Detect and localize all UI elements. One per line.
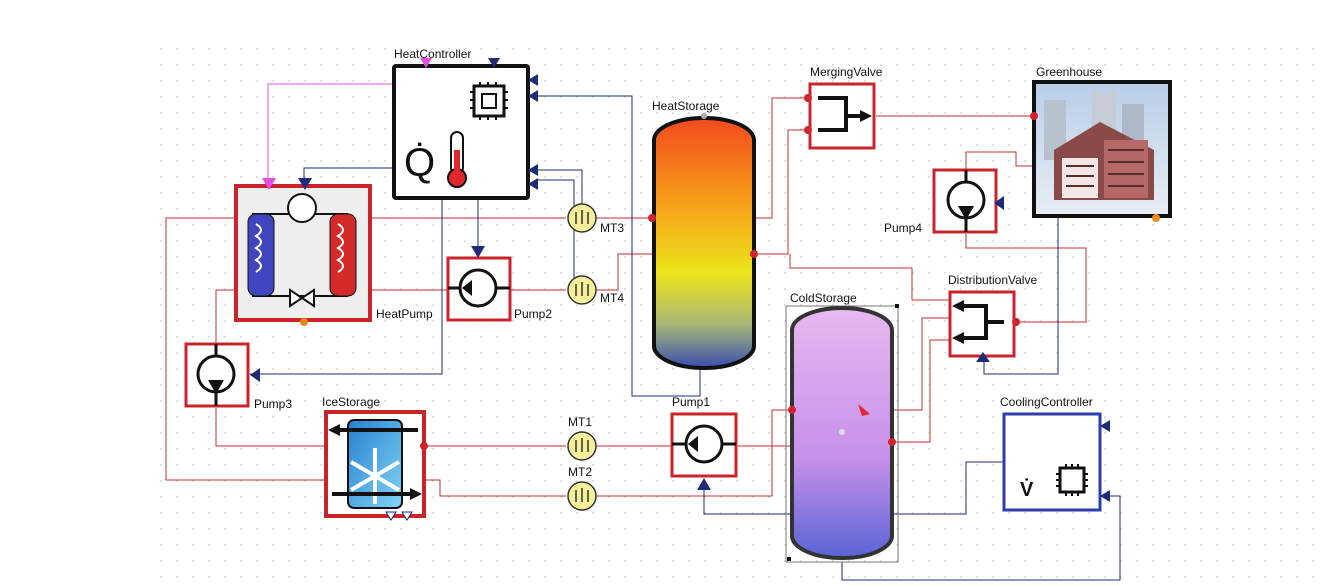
ice-storage[interactable]: IceStorage	[322, 395, 428, 521]
greenhouse-label: Greenhouse	[1036, 65, 1102, 79]
cooling-controller[interactable]: CoolingController V̇	[1000, 395, 1110, 512]
ice-storage-label: IceStorage	[322, 395, 380, 409]
heat-controller[interactable]: HeatController Q̇	[392, 47, 538, 200]
pump3[interactable]: Pump3	[184, 342, 292, 411]
sensor-mt4[interactable]: MT4	[567, 275, 624, 305]
chip-icon	[470, 82, 508, 120]
heat-pump[interactable]: HeatPump	[234, 178, 433, 326]
sensor-mt2[interactable]: MT2	[567, 465, 597, 511]
pump1-label: Pump1	[672, 395, 710, 409]
heat-pump-label: HeatPump	[376, 307, 433, 321]
pump2-label: Pump2	[514, 307, 552, 321]
cold-storage-label: ColdStorage	[790, 291, 857, 305]
cooling-controller-label: CoolingController	[1000, 395, 1093, 409]
heat-flow-symbol: Q̇	[404, 141, 435, 185]
heat-storage[interactable]: HeatStorage	[648, 99, 758, 370]
distribution-valve-label: DistributionValve	[948, 273, 1037, 287]
fluid-connections	[165, 97, 1087, 497]
sensor-mt3[interactable]: MT3	[567, 203, 624, 235]
pump4[interactable]: Pump4	[884, 168, 1004, 235]
signal-connections	[250, 95, 1121, 581]
magenta-signal-line	[267, 83, 392, 186]
merging-valve-label: MergingValve	[810, 65, 883, 79]
pump1[interactable]: Pump1	[670, 395, 738, 490]
pump4-label: Pump4	[884, 221, 922, 235]
pump2[interactable]: Pump2	[446, 246, 552, 322]
chip-icon	[1056, 464, 1088, 496]
heat-controller-label: HeatController	[394, 47, 471, 61]
sensor-mt1[interactable]: MT1	[567, 415, 597, 461]
volume-flow-symbol: V̇	[1020, 477, 1034, 501]
mt4-label: MT4	[600, 291, 624, 305]
building-icon	[1044, 92, 1154, 200]
merging-valve[interactable]: MergingValve	[804, 65, 883, 150]
mt2-label: MT2	[568, 465, 592, 479]
distribution-valve[interactable]: DistributionValve	[948, 273, 1037, 362]
thermometer-icon	[447, 131, 467, 188]
cursor-icon	[858, 404, 870, 416]
mt3-label: MT3	[600, 221, 624, 235]
heat-storage-label: HeatStorage	[652, 99, 720, 113]
cold-storage[interactable]: ColdStorage	[785, 291, 899, 563]
pump3-label: Pump3	[254, 397, 292, 411]
mt1-label: MT1	[568, 415, 592, 429]
greenhouse[interactable]: Greenhouse	[1030, 65, 1172, 222]
